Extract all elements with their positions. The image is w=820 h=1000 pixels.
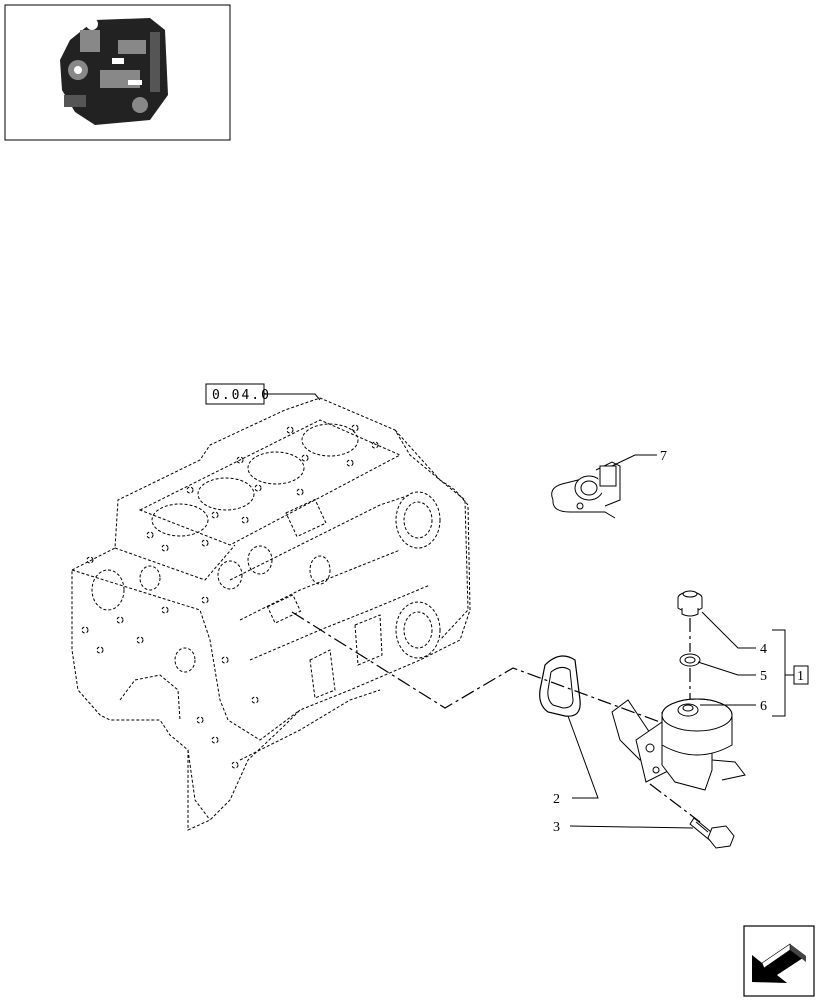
bolt-3 xyxy=(689,817,735,849)
group-bracket xyxy=(772,629,786,717)
bolt-axis xyxy=(649,783,701,823)
callout-3[interactable]: 3 xyxy=(553,820,560,835)
callout-6[interactable]: 6 xyxy=(760,699,767,714)
callout-2[interactable]: 2 xyxy=(553,792,560,807)
callout-4[interactable]: 4 xyxy=(760,642,767,657)
leader-4 xyxy=(701,611,756,649)
callout-7[interactable]: 7 xyxy=(660,449,667,464)
reference-box[interactable]: 0.04.0 xyxy=(205,383,321,405)
sender-unit-7 xyxy=(551,461,621,519)
leader-5 xyxy=(697,661,756,676)
leader-3 xyxy=(569,825,694,829)
assembly-axis xyxy=(291,611,661,723)
svg-text:1: 1 xyxy=(797,669,804,684)
fuel-pump-6 xyxy=(611,698,746,791)
svg-text:0.04.0: 0.04.0 xyxy=(212,388,271,403)
leader-2 xyxy=(567,715,599,799)
gasket-2 xyxy=(539,655,581,717)
leader-7 xyxy=(611,454,657,467)
engine-thumbnail-icon xyxy=(4,4,231,141)
washer-5 xyxy=(679,653,701,667)
plug-4 xyxy=(677,590,703,617)
group-box[interactable]: 1 xyxy=(793,665,809,685)
callout-5[interactable]: 5 xyxy=(760,669,767,684)
next-page-arrow-icon[interactable] xyxy=(743,925,815,997)
engine-block-phantom xyxy=(71,397,471,831)
